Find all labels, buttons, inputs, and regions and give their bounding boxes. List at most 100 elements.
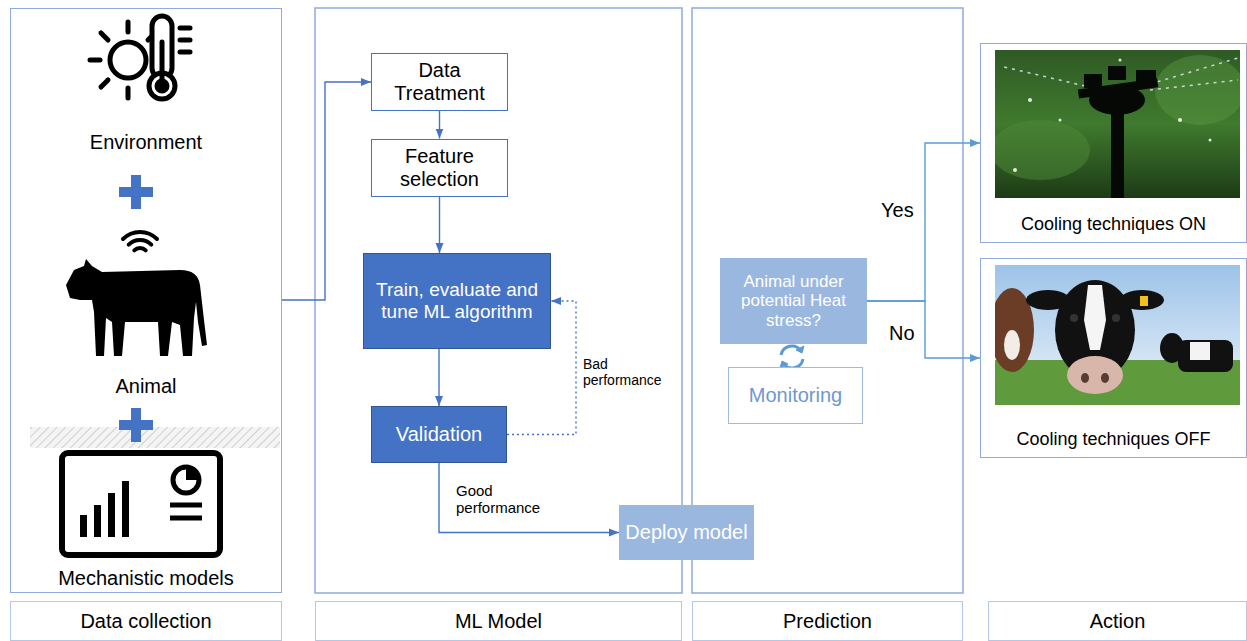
weather-icon [160,42,165,84]
monitor-box: Monitoring [728,367,863,424]
cycle-arrows [796,346,804,353]
weather-icon [101,80,108,87]
edge-label: Good performance [455,482,575,517]
cows-photo [1112,314,1120,322]
weather-icon [180,50,190,55]
cows-photo [1190,342,1210,360]
node-text: Data Treatment [378,59,501,105]
plus-sign [30,427,280,448]
stage-label-box: ML Model [315,601,682,641]
sprinkler-photo [1059,119,1062,122]
sprinkler-photo [1136,70,1156,86]
action-photo-box: Cooling techniques ON [980,43,1247,243]
cows-photo [1004,330,1020,360]
sprinkler-photo [1111,110,1124,198]
flow-arrow [439,463,619,533]
sprinkler-photo [1209,139,1212,142]
dashboard-icon [62,453,220,555]
stage-label-box: Action [988,601,1247,641]
cows-photo [1081,373,1089,383]
node-text: Action [1090,610,1146,633]
data-panel: EnvironmentAnimalMechanistic models [10,8,282,593]
signal-icon [123,232,157,250]
node-text: Cooling techniques OFF [981,429,1246,450]
weather-icon [157,81,167,91]
signal-icon [129,240,152,245]
plus-sign [131,408,141,442]
icon-caption: Animal [11,375,281,398]
cows-photo [1178,340,1233,372]
signal-icon [123,232,157,239]
cow-silhouette [66,259,207,356]
signal-icon [134,248,145,250]
node-text: Validation [396,423,482,446]
weather-icon [180,26,190,31]
edge-label: Yes [880,199,915,222]
dashboard-icon [170,516,202,521]
flow-arrow [438,349,439,406]
icon-caption: Environment [11,131,281,154]
node-text: Data collection [80,610,211,633]
weather-icon [90,58,100,63]
sprinkler-photo [995,120,1090,180]
decision-box: Animal under potential Heat stress? [720,258,867,344]
plus-sign [131,175,141,209]
node-text: Feature selection [378,145,501,191]
flow-arrow [867,143,980,301]
sprinkler-photo [1150,58,1238,84]
node-text: Monitoring [749,384,842,407]
sprinkler-photo [1150,80,1238,90]
dashboard-icon [170,503,202,508]
node-text: Train, evaluate and tune ML algorithm [370,279,544,323]
dashboard-icon [173,467,199,493]
process-box: Data Treatment [371,53,508,111]
node-text: Cooling techniques ON [981,214,1246,235]
cow-silhouette [66,259,207,356]
node-text: ML Model [455,610,542,633]
weather-icon [180,38,190,43]
action-photo-box: Cooling techniques OFF [980,258,1247,458]
column-panel [315,8,963,593]
cows-photo [1070,314,1078,322]
sprinkler-photo [1013,168,1017,172]
sprinkler-photo [1178,118,1182,122]
edge-label: No [888,322,916,345]
dashboard-icon [122,481,129,537]
icon-caption: Mechanistic models [11,567,281,590]
flow-arrow [439,197,440,254]
cows-photo [1140,296,1148,306]
cows-photo [1067,356,1123,394]
plus-sign [119,175,153,209]
weather-icon [126,88,131,98]
deploy-box: Deploy model [619,505,754,560]
process-box: Validation [371,406,507,463]
flow-arrow [867,301,980,358]
process-box: Feature selection [371,139,508,197]
plus-sign [30,408,280,448]
sprinkler-photo [995,50,1240,198]
weather-icon [110,42,146,78]
sprinkler-photo [1108,66,1126,80]
sprinkler-photo [1028,98,1032,102]
node-text: Animal under potential Heat stress? [726,272,861,331]
sprinkler-photo [1155,55,1240,125]
flow-arrow [439,111,440,139]
node-text: Prediction [783,610,872,633]
sprinkler-photo [1084,74,1102,88]
process-box: Train, evaluate and tune ML algorithm [363,253,551,349]
dashboard-icon [62,453,220,555]
weather-icon [90,16,190,99]
stage-label-box: Data collection [10,601,282,641]
cows-photo [1160,333,1184,363]
weather-icon [101,33,108,40]
dashboard-icon [108,493,115,537]
sprinkler-photo [1000,66,1085,86]
weather-icon [126,22,131,32]
cycle-arrows [780,346,804,368]
dashboard-icon [186,467,199,480]
cows-photo [995,265,1240,405]
cows-photo [1084,285,1106,350]
dashboard-icon [80,515,87,537]
